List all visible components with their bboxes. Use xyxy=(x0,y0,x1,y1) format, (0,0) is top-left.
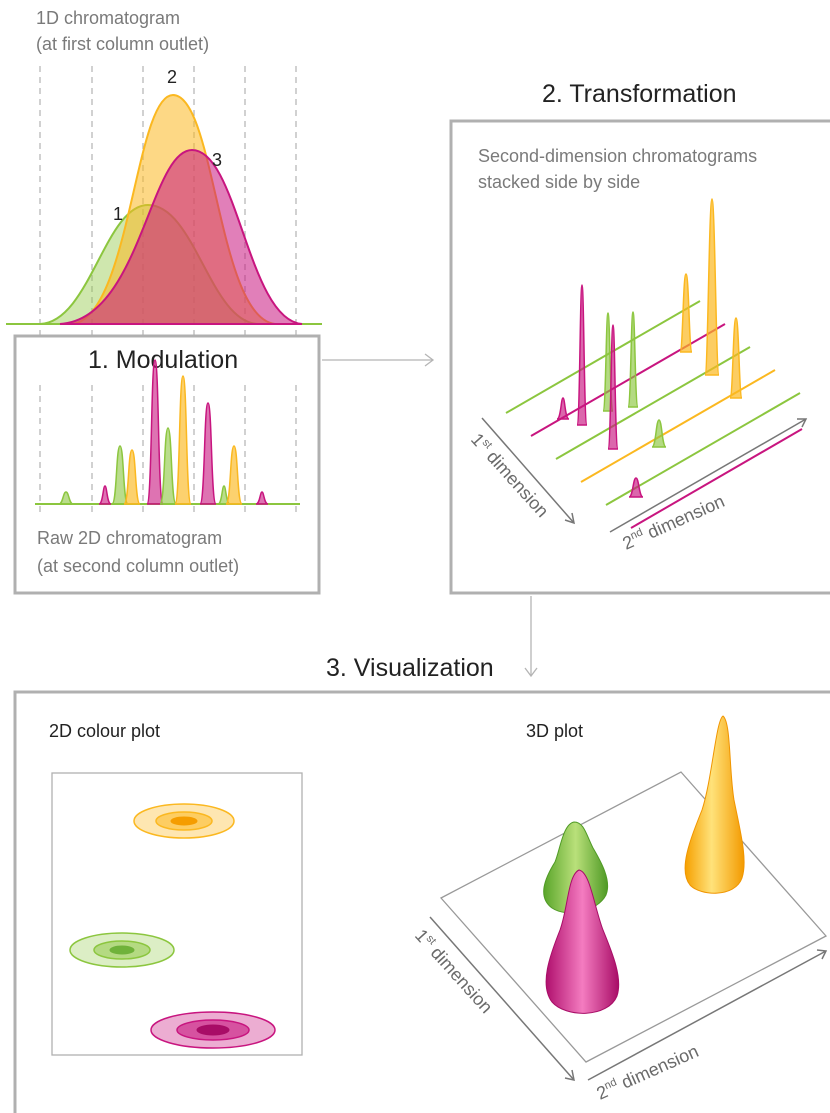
raw-peak-green-2 xyxy=(111,445,129,505)
plot-2d-label: 2D colour plot xyxy=(49,721,160,741)
stacked-chromatogram-lines xyxy=(505,300,803,529)
stack-peak-yellow-c xyxy=(729,317,743,399)
stack-peak-magenta-c xyxy=(607,324,619,450)
raw-peak-yellow-2 xyxy=(174,375,192,505)
peak-1d-magenta xyxy=(59,148,303,325)
chromatogram-1d-panel: 1D chromatogram (at first column outlet)… xyxy=(6,8,322,515)
raw-peak-green-1 xyxy=(58,491,74,505)
modulation-frame xyxy=(13,334,321,595)
plot-3d-axes xyxy=(429,916,828,1081)
stack-line-4 xyxy=(580,369,776,483)
arrow-to-transformation xyxy=(322,353,435,367)
peak-label-3: 3 xyxy=(212,150,222,170)
plot-3d-base-plane xyxy=(439,771,828,1063)
stack-peak-magenta-d xyxy=(628,477,644,498)
modulation-caption-2: (at second column outlet) xyxy=(37,556,239,576)
stack-peak-magenta-a xyxy=(556,397,570,420)
modulation-caption: Raw 2D chromatogram xyxy=(37,528,222,548)
stack-peak-magenta-b xyxy=(576,284,588,426)
contour-yellow xyxy=(133,803,235,839)
transformation-axis-1-label: 1st dimension xyxy=(467,429,553,521)
contour-green xyxy=(69,932,175,968)
modulation-title-backdrop xyxy=(30,340,300,380)
transformation-axes xyxy=(481,417,808,533)
stack-peak-yellow-a xyxy=(679,273,693,353)
stack-peak-green-c xyxy=(627,311,639,408)
visualization-panel: 3. Visualization 2D colour plot 3D plot xyxy=(13,654,830,1113)
axis-2nd-dimension-arrowhead xyxy=(797,418,808,428)
arrow-to-visualization xyxy=(524,596,538,678)
raw-peak-magenta-3 xyxy=(199,402,217,505)
raw-2d-peaks xyxy=(58,359,269,505)
raw-peak-green-3 xyxy=(159,427,177,505)
plot-3d-axis-2-label: 2nd dimension xyxy=(593,1041,701,1104)
modulation-title: 1. Modulation xyxy=(88,346,238,374)
transformation-panel: 2. Transformation Second-dimension chrom… xyxy=(449,80,830,595)
modulation-panel: 1. Modulation Raw 2D chromatogram (at se… xyxy=(13,334,321,595)
transformation-caption: Second-dimension chromatograms xyxy=(478,146,757,166)
peak-3d-magenta xyxy=(545,869,620,1014)
axis-2nd-dimension-line xyxy=(609,418,807,533)
stack-peak-yellow-b xyxy=(704,198,720,376)
transformation-caption-2: stacked side by side xyxy=(478,172,640,192)
raw-peak-yellow-1 xyxy=(123,449,141,505)
visualization-frame xyxy=(13,690,830,1113)
axis-1st-dimension-line xyxy=(481,417,575,524)
transformation-axis-2-label: 2nd dimension xyxy=(619,491,727,554)
contour-magenta xyxy=(150,1011,276,1049)
stack-peak-green-d xyxy=(651,419,667,448)
axis-3d-1st-dimension-arrowhead xyxy=(564,1069,575,1081)
chromatogram-1d-subtitle: (at first column outlet) xyxy=(36,34,209,54)
peak-3d-yellow xyxy=(684,715,745,894)
peak-label-2: 2 xyxy=(167,67,177,87)
plot-3d-label: 3D plot xyxy=(526,721,583,741)
stacked-peaks xyxy=(556,198,743,498)
visualization-title: 3. Visualization xyxy=(326,654,494,682)
raw-peak-magenta-4 xyxy=(255,491,269,505)
axis-3d-1st-dimension-line xyxy=(429,916,575,1081)
stack-line-6 xyxy=(630,428,803,529)
transformation-title: 2. Transformation xyxy=(542,80,737,108)
stack-line-1 xyxy=(505,300,701,414)
axis-3d-2nd-dimension-arrowhead xyxy=(816,949,828,960)
peak-label-1: 1 xyxy=(113,204,123,224)
raw-peak-magenta-2 xyxy=(146,359,164,505)
raw-peak-magenta-1 xyxy=(98,485,112,505)
raw-peak-yellow-3 xyxy=(225,445,243,505)
chromatogram-1d-title: 1D chromatogram xyxy=(36,8,180,28)
axis-1st-dimension-arrowhead xyxy=(564,512,575,525)
axis-3d-2nd-dimension-line xyxy=(587,950,827,1081)
transformation-frame xyxy=(449,119,830,595)
